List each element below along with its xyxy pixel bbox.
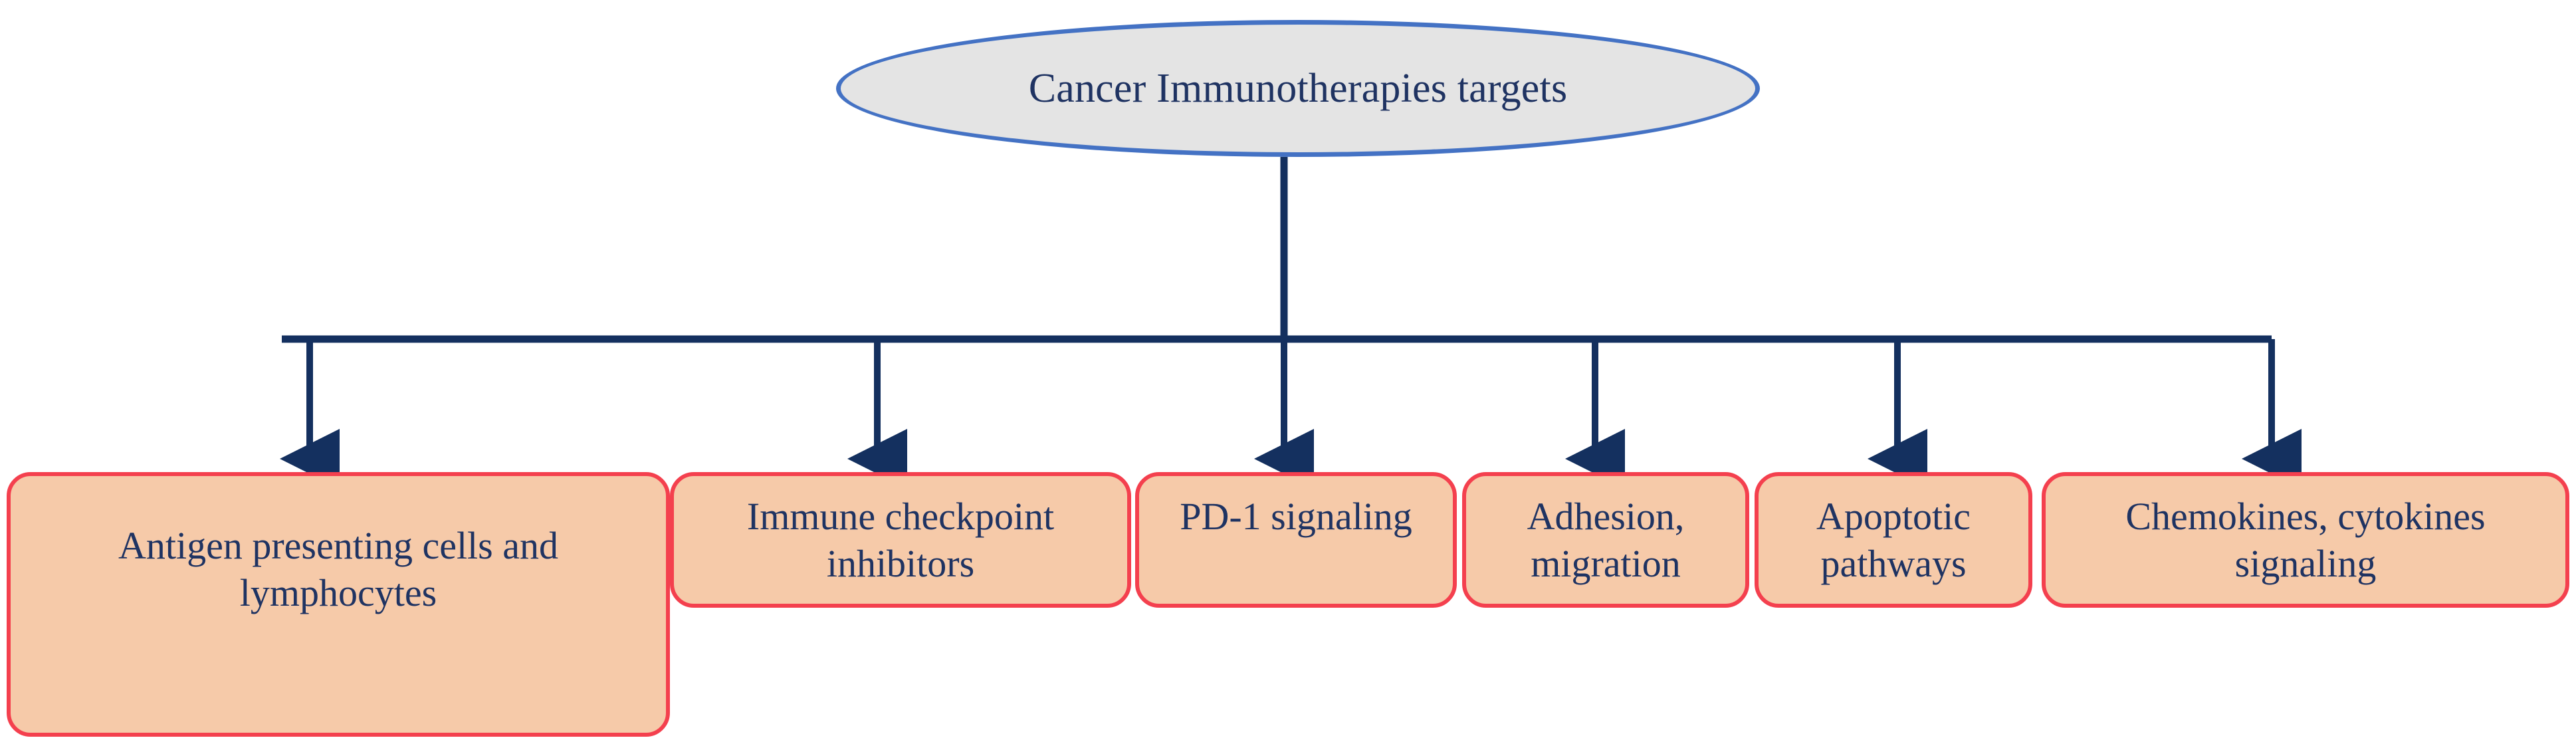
leaf-node-adhesion-migration[interactable]: Adhesion, migration xyxy=(1462,472,1749,608)
leaf-node-label: PD-1 signaling xyxy=(1180,495,1412,538)
leaf-node-label: Apoptotic pathways xyxy=(1816,495,1971,585)
root-node-cancer-immunotherapies-targets[interactable]: Cancer Immunotherapies targets xyxy=(836,20,1760,157)
leaf-node-apoptotic-pathways[interactable]: Apoptotic pathways xyxy=(1755,472,2032,608)
leaf-node-pd-1-signaling[interactable]: PD-1 signaling xyxy=(1135,472,1457,608)
leaf-node-label: Adhesion, migration xyxy=(1527,495,1685,585)
root-node-label: Cancer Immunotherapies targets xyxy=(1028,65,1568,111)
leaf-node-label: Immune checkpoint inhibitors xyxy=(746,495,1055,585)
leaf-node-immune-checkpoint-inhibitors[interactable]: Immune checkpoint inhibitors xyxy=(670,472,1131,608)
leaf-node-label: Antigen presenting cells and lymphocytes xyxy=(118,524,558,614)
leaf-node-label: Chemokines, cytokines signaling xyxy=(2125,495,2486,585)
leaf-node-chemokines-cytokines-signaling[interactable]: Chemokines, cytokines signaling xyxy=(2042,472,2569,608)
leaf-node-antigen-presenting-cells-and-lymphocytes[interactable]: Antigen presenting cells and lymphocytes xyxy=(7,472,670,737)
